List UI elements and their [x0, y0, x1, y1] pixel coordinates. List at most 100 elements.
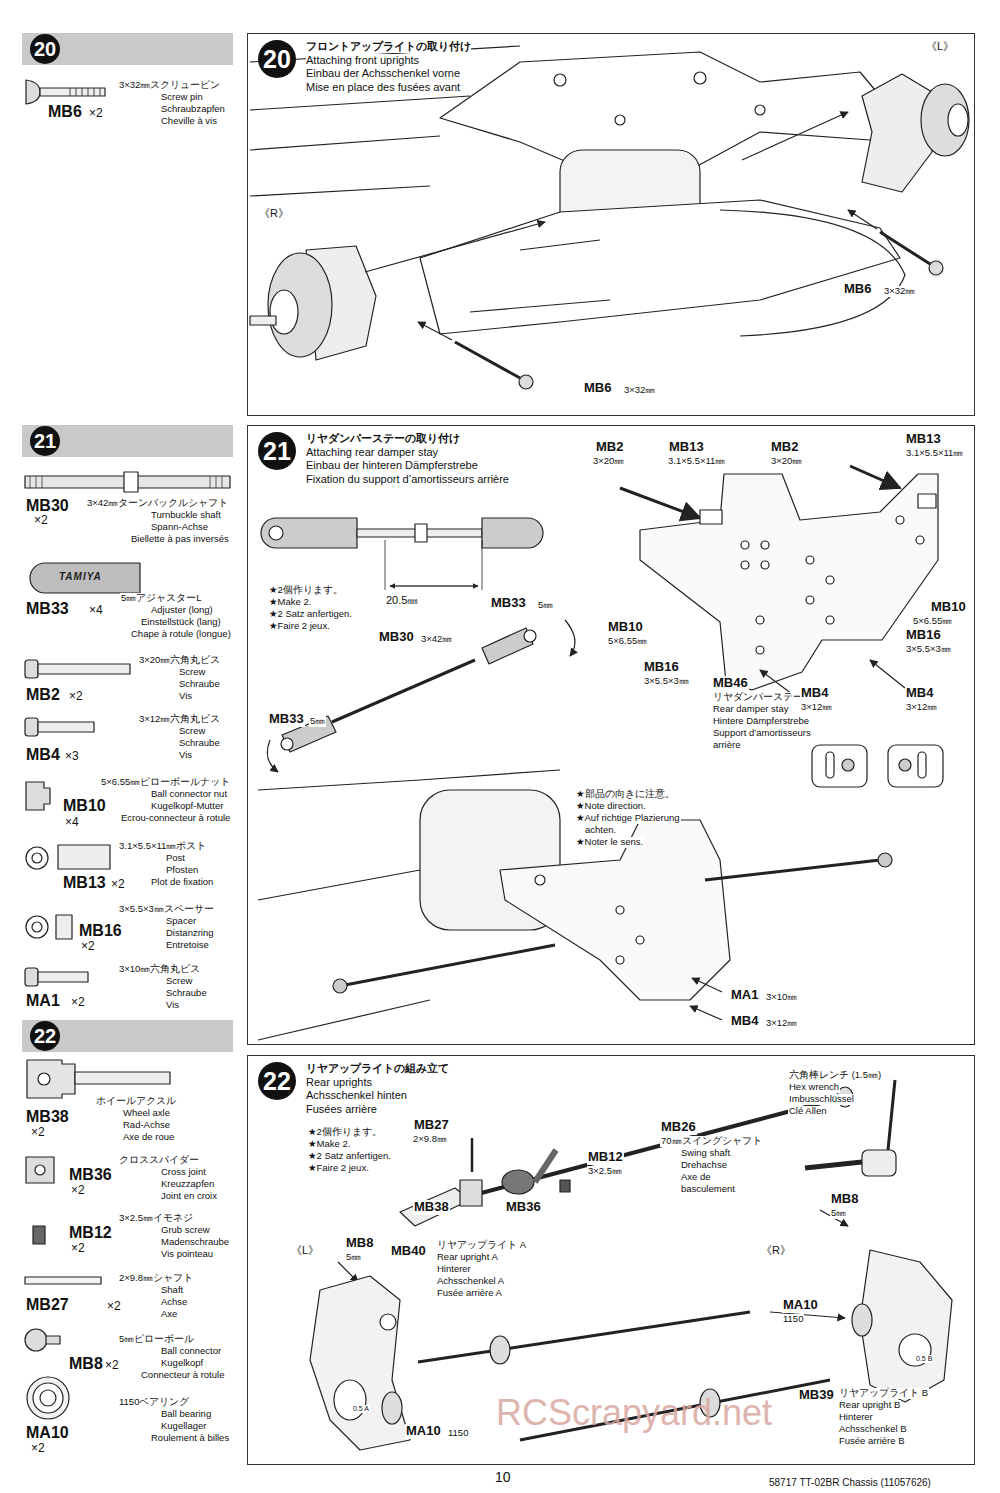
part-code: MB38	[25, 1108, 70, 1126]
side-marker: 《L》	[925, 40, 955, 53]
part-code: MB2	[25, 686, 61, 704]
quantity: ×2	[70, 1184, 86, 1198]
callout-note: 3×2.5㎜	[587, 1166, 623, 1177]
side-marker: 《R》	[258, 207, 290, 220]
part-code: MB12	[68, 1224, 113, 1242]
callout-note: ★Make 2.	[268, 597, 312, 608]
part-description: 5㎜ピローボール	[118, 1334, 195, 1345]
callout-note: Rear upright B	[838, 1400, 901, 1411]
step-number: 22	[258, 1062, 296, 1100]
callout-note: 5㎜	[830, 1208, 847, 1219]
part-description: Vis	[165, 1000, 180, 1011]
part-description: Schraube	[178, 738, 221, 749]
part-callout: MA1	[730, 988, 759, 1003]
part-marking: TAMIYA	[58, 571, 103, 583]
part-description: Vis	[178, 750, 193, 761]
callout-note: ★Faire 2 jeux.	[268, 621, 331, 632]
part-callout: MB33	[268, 712, 305, 727]
callout-note: Fusée arrière B	[838, 1436, 905, 1447]
callout-note: 3×5.5×3㎜	[643, 676, 690, 687]
callout-note: Rear upright A	[436, 1252, 499, 1263]
quantity: ×2	[104, 1359, 120, 1373]
quantity: ×2	[80, 940, 96, 954]
part-callout: MB30	[378, 630, 415, 645]
quantity: ×2	[110, 878, 126, 892]
part-callout: MB10	[607, 620, 644, 635]
part-callout: MB13	[668, 440, 705, 455]
part-description: Schraubzapfen	[160, 104, 226, 115]
part-callout: MB46	[712, 676, 749, 691]
part-callout: MB16	[643, 660, 680, 675]
step-title: Fixation du support d’amortisseurs arriè…	[306, 473, 509, 486]
part-code: MB30	[25, 497, 70, 515]
callout-note: 3×20㎜	[770, 456, 803, 467]
part-description: Vis	[178, 691, 193, 702]
part-description: Pfosten	[165, 865, 199, 876]
step-header: 21	[22, 425, 233, 457]
part-description: Turnbuckle shaft	[150, 510, 222, 521]
part-callout: MB40	[390, 1244, 427, 1259]
part-callout: MB13	[905, 432, 942, 447]
callout-note: ★Make 2.	[307, 1139, 351, 1150]
part-description: 3×12㎜六角丸ビス	[138, 714, 221, 725]
part-code: MB16	[78, 922, 123, 940]
callout-note: 5×6.55㎜	[912, 616, 953, 627]
callout-note: 1150	[447, 1428, 469, 1439]
callout-note: 3×5.5×3㎜	[905, 644, 952, 655]
part-description: Kugelkopf-Mutter	[150, 801, 224, 812]
callout-note: ★Faire 2 jeux.	[307, 1163, 370, 1174]
part-callout: MB27	[413, 1118, 450, 1133]
quantity: ×2	[70, 996, 86, 1010]
callout-note: 3×12㎜	[800, 702, 833, 713]
callout-note: 3×32㎜	[883, 286, 916, 297]
quantity: ×2	[30, 1126, 46, 1140]
part-callout: MB2	[595, 440, 624, 455]
callout-note: 3×42㎜	[420, 634, 453, 645]
callout-note: Swing shaft	[680, 1148, 731, 1159]
part-description: 3×5.5×3㎜スペーサー	[118, 904, 215, 915]
part-description: Plot de fixation	[150, 877, 214, 888]
callout-note: basculement	[680, 1184, 736, 1195]
part-callout: MB36	[505, 1200, 542, 1215]
callout-note: 5×6.55㎜	[607, 636, 648, 647]
part-description: Axe	[160, 1309, 178, 1320]
part-description: クロススパイダー	[118, 1155, 200, 1166]
callout-note: Axe de	[680, 1172, 712, 1183]
part-description: Vis pointeau	[160, 1249, 214, 1260]
callout-note: Drehachse	[680, 1160, 728, 1171]
part-description: Kugelkopf	[160, 1358, 204, 1369]
callout-note: Hex wrench	[788, 1082, 840, 1093]
part-code: MB36	[68, 1166, 113, 1184]
quantity: ×2	[88, 107, 104, 121]
quantity: ×4	[88, 604, 104, 618]
step-title: Achsschenkel hinten	[306, 1089, 407, 1102]
callout-note: 1150	[782, 1314, 804, 1325]
part-callout: MB12	[587, 1150, 624, 1165]
side-marker: 《L》	[290, 1244, 320, 1257]
callout-note: Clé Allen	[788, 1106, 828, 1117]
part-code: MB33	[25, 600, 70, 618]
part-description: 3×10㎜六角丸ビス	[118, 964, 201, 975]
side-marker: 《R》	[760, 1244, 792, 1257]
quantity: ×2	[30, 1442, 46, 1456]
part-description: Screw pin	[160, 92, 204, 103]
part-description: Ball connector	[160, 1346, 222, 1357]
callout-note: Rear damper stay	[712, 704, 790, 715]
callout-note: ★Noter le sens.	[575, 837, 644, 848]
part-description: ホイールアクスル	[95, 1096, 177, 1107]
quantity: ×4	[64, 816, 80, 830]
callout-note: ★2 Satz anfertigen.	[307, 1151, 392, 1162]
part-description: 3×32㎜スクリューピン	[118, 80, 221, 91]
part-callout: MB10	[930, 600, 967, 615]
part-callout: MA10	[782, 1298, 819, 1313]
callout-note: Fusée arrière A	[436, 1288, 503, 1299]
part-description: Rad-Achse	[122, 1120, 171, 1131]
part-description: Spann-Achse	[150, 522, 209, 533]
part-callout: MB33	[490, 596, 527, 611]
callout-note: ★2 Satz anfertigen.	[268, 609, 353, 620]
part-description: Distanzring	[165, 928, 215, 939]
callout-note: リヤアップライト B	[838, 1388, 929, 1399]
part-description: Schraube	[178, 679, 221, 690]
part-callout: MB4	[730, 1014, 759, 1029]
footer-text: 58717 TT-02BR Chassis (11057626)	[768, 1477, 932, 1489]
